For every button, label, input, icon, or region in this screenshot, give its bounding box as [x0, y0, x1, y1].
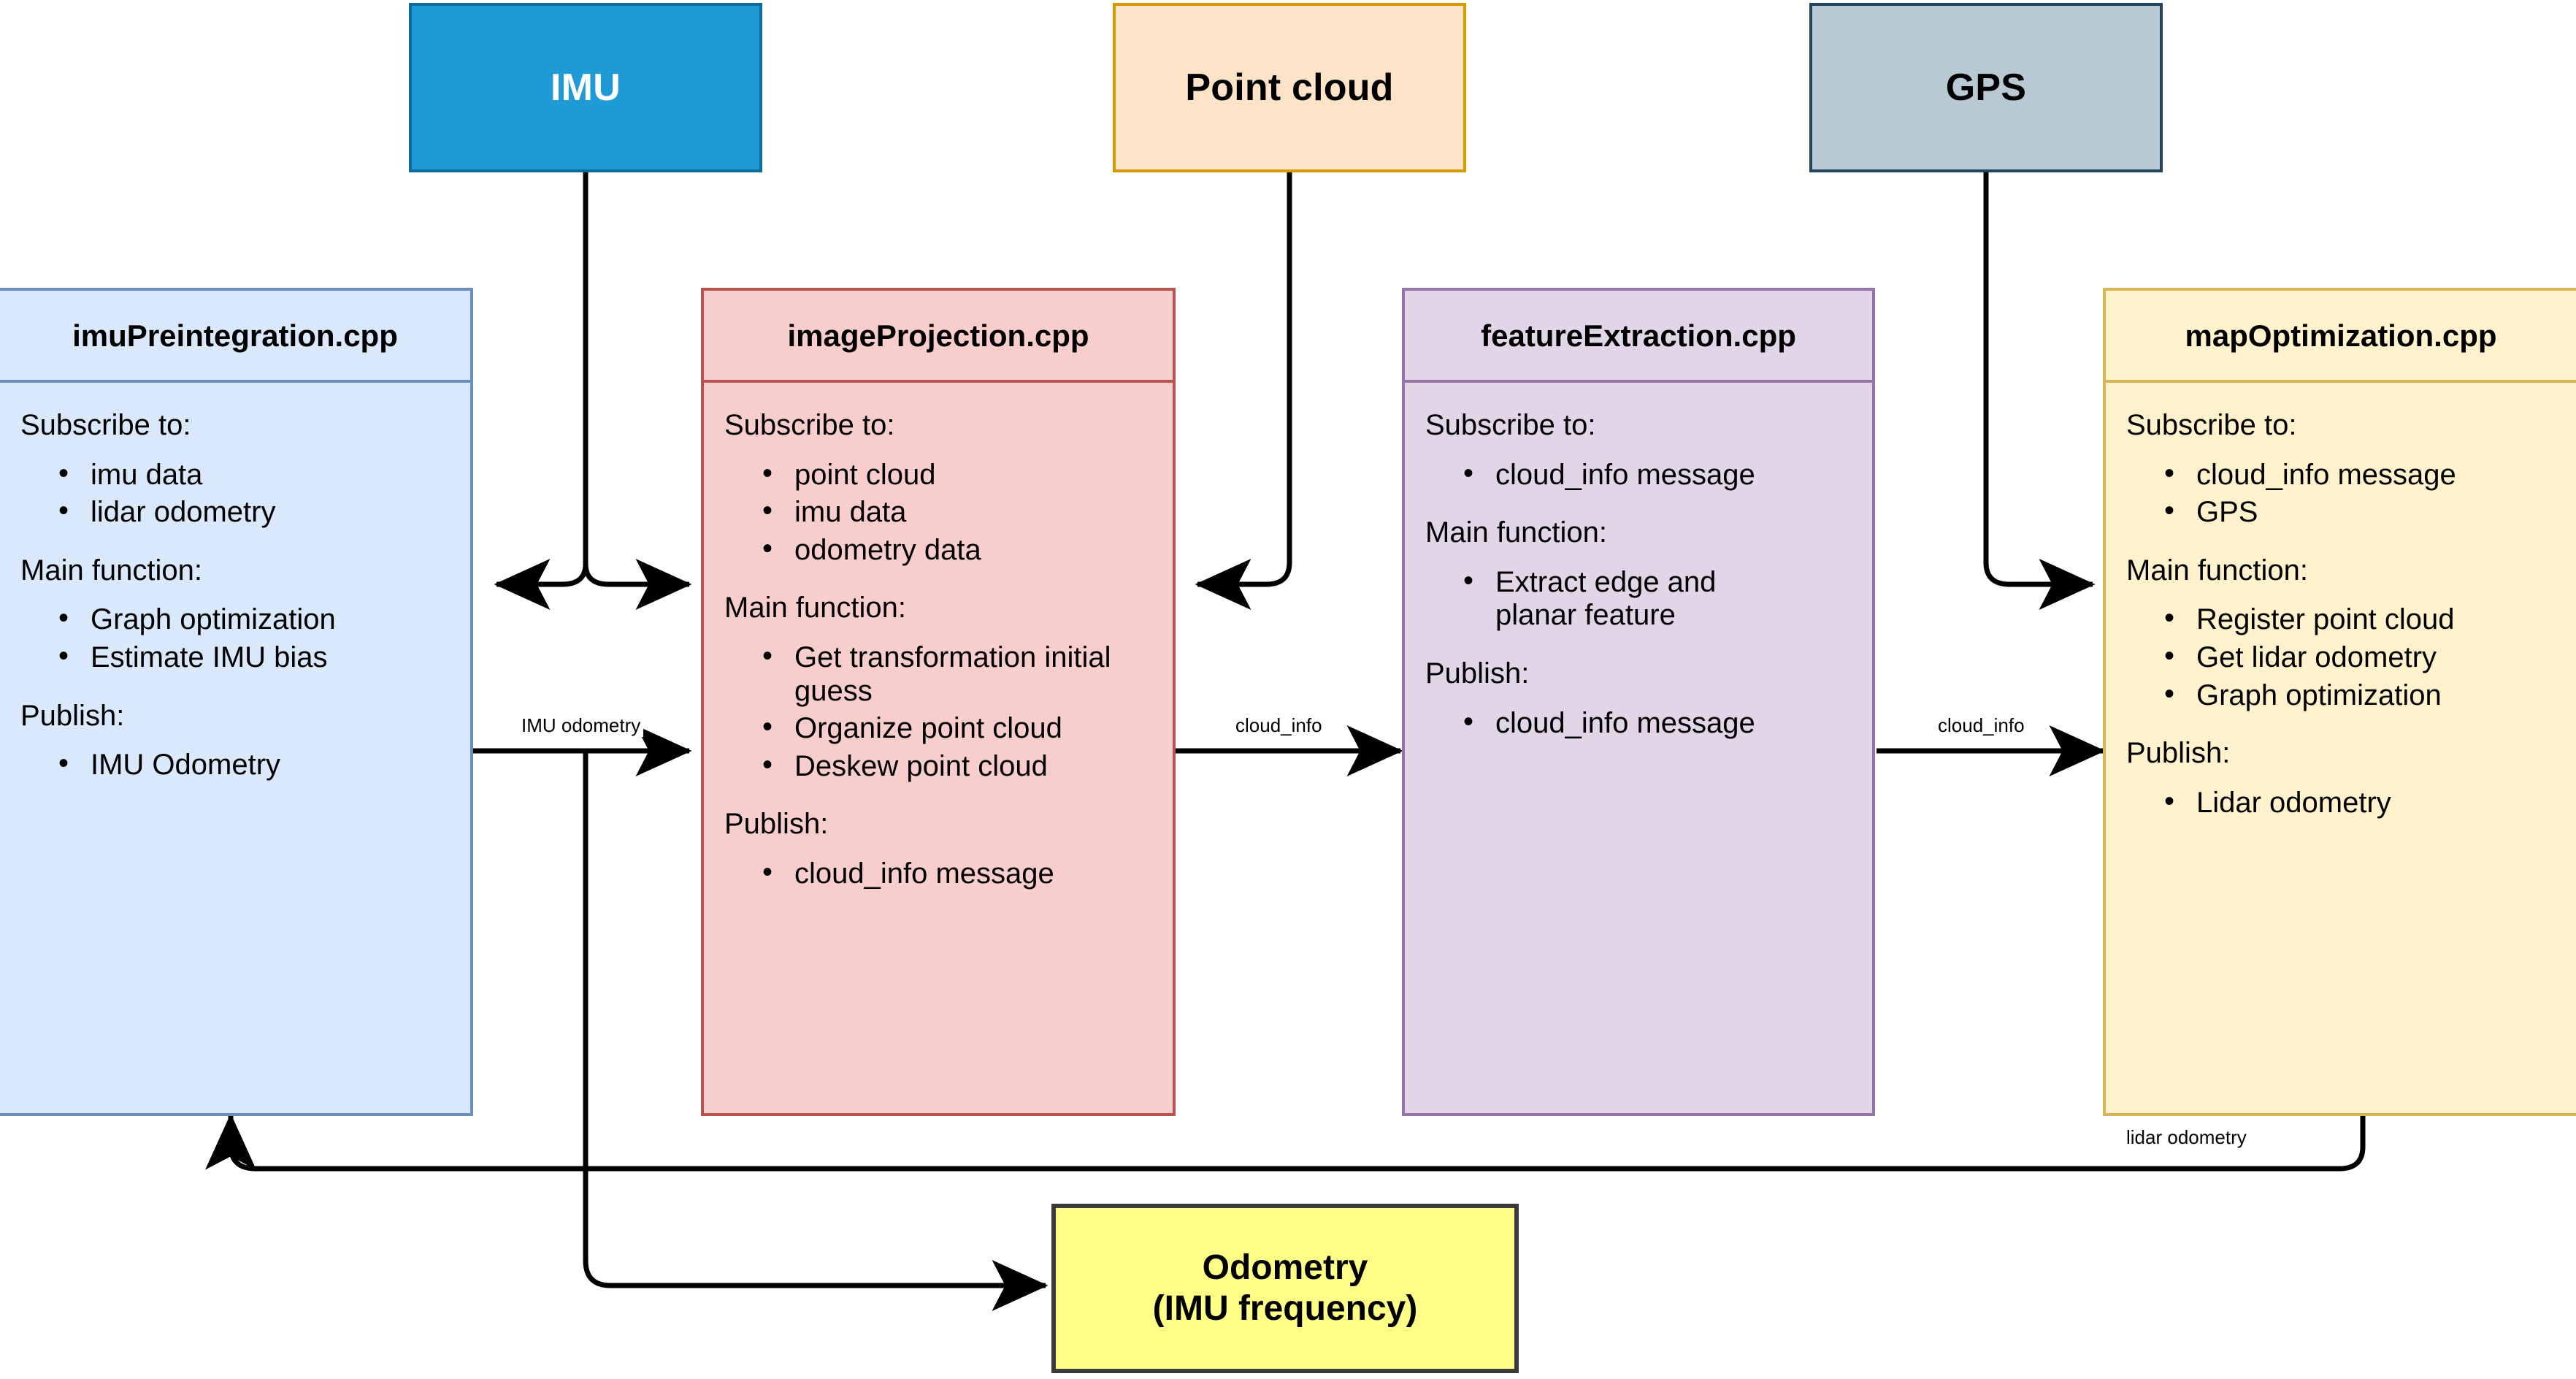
list-item: IMU Odometry: [58, 747, 450, 782]
node-image-projection-body: Subscribe to: point cloud imu data odome…: [704, 383, 1173, 1113]
node-map-optimization-body: Subscribe to: cloud_info message GPS Mai…: [2106, 383, 2576, 1113]
output-box-line2: (IMU frequency): [1152, 1289, 1418, 1328]
section-heading: Publish:: [724, 808, 829, 841]
list-item: lidar odometry: [58, 494, 450, 530]
list-item: Get lidar odometry: [2164, 640, 2556, 675]
list-item: Register point cloud: [2164, 602, 2556, 637]
node-imu-preintegration[interactable]: imuPreintegration.cpp Subscribe to: imu …: [0, 288, 473, 1116]
wire-imu-to-imageprojection: [583, 559, 692, 610]
list-item: Deskew point cloud: [762, 749, 1152, 784]
list-item: Organize point cloud: [762, 711, 1152, 746]
list-item: Lidar odometry: [2164, 785, 2556, 820]
wire-lidarodometry-feedback: [205, 1110, 2366, 1172]
section-list: cloud_info message: [1425, 457, 1852, 492]
node-map-optimization[interactable]: mapOptimization.cpp Subscribe to: cloud_…: [2103, 288, 2576, 1116]
source-box-point-cloud-label: Point cloud: [1185, 66, 1394, 109]
section-heading: Main function:: [20, 554, 203, 587]
node-feature-extraction-title: featureExtraction.cpp: [1405, 291, 1872, 383]
output-box-odometry[interactable]: Odometry (IMU frequency): [1051, 1204, 1519, 1373]
section-list: Get transformation initial guess Organiz…: [724, 640, 1152, 784]
edge-label-lidar-odometry: lidar odometry: [2123, 1126, 2250, 1149]
edge-label-imu-odometry: IMU odometry: [518, 714, 644, 737]
node-image-projection-title: imageProjection.cpp: [704, 291, 1173, 383]
node-imu-preintegration-body: Subscribe to: imu data lidar odometry Ma…: [0, 383, 470, 1113]
section-list: Register point cloud Get lidar odometry …: [2126, 602, 2556, 713]
section-list: Graph optimization Estimate IMU bias: [20, 602, 450, 675]
list-item: odometry data: [762, 532, 1152, 568]
section-list: Lidar odometry: [2126, 785, 2556, 820]
list-item: cloud_info message: [2164, 457, 2556, 492]
list-item: Graph optimization: [2164, 678, 2556, 713]
section-heading: Subscribe to:: [1425, 409, 1596, 441]
source-box-point-cloud[interactable]: Point cloud: [1113, 3, 1466, 172]
list-item: Get transformation initial guess: [762, 640, 1152, 708]
wire-imu-to-imupre: [494, 559, 589, 610]
source-box-imu-label: IMU: [551, 66, 621, 109]
source-box-gps-label: GPS: [1945, 66, 2027, 109]
node-feature-extraction[interactable]: featureExtraction.cpp Subscribe to: clou…: [1402, 288, 1875, 1116]
list-item: cloud_info message: [1463, 457, 1852, 492]
list-item: cloud_info message: [762, 856, 1152, 891]
list-item: cloud_info message: [1463, 706, 1852, 741]
node-feature-extraction-body: Subscribe to: cloud_info message Main fu…: [1405, 383, 1872, 1113]
section-heading: Main function:: [724, 592, 907, 624]
source-box-gps[interactable]: GPS: [1809, 3, 2163, 172]
list-item: GPS: [2164, 494, 2556, 530]
list-item: imu data: [762, 494, 1152, 530]
list-item: Graph optimization: [58, 602, 450, 637]
list-item: Estimate IMU bias: [58, 640, 450, 675]
list-item: point cloud: [762, 457, 1152, 492]
section-heading: Main function:: [2126, 554, 2309, 587]
section-list: point cloud imu data odometry data: [724, 457, 1152, 568]
list-item: imu data: [58, 457, 450, 492]
section-list: cloud_info message: [724, 856, 1152, 891]
edge-label-cloud-info-2: cloud_info: [1935, 714, 2028, 737]
section-heading: Publish:: [2126, 737, 2231, 770]
section-list: Extract edge and planar feature: [1425, 565, 1852, 633]
edge-label-cloud-info-1: cloud_info: [1233, 714, 1325, 737]
section-list: IMU Odometry: [20, 747, 450, 782]
section-list: cloud_info message: [1425, 706, 1852, 741]
section-list: cloud_info message GPS: [2126, 457, 2556, 530]
wire-gps-to-mapoptimization: [1983, 172, 2096, 610]
section-heading: Main function:: [1425, 516, 1608, 549]
output-box-line1: Odometry: [1202, 1248, 1368, 1288]
wire-pointcloud-to-imageprojection: [1195, 172, 1292, 610]
section-heading: Subscribe to:: [20, 409, 191, 441]
section-heading: Subscribe to:: [2126, 409, 2297, 441]
section-heading: Publish:: [1425, 657, 1530, 690]
section-heading: Publish:: [20, 699, 125, 732]
list-item: Extract edge and planar feature: [1463, 565, 1802, 633]
section-heading: Subscribe to:: [724, 409, 895, 441]
node-imu-preintegration-title: imuPreintegration.cpp: [0, 291, 470, 383]
section-list: imu data lidar odometry: [20, 457, 450, 530]
node-image-projection[interactable]: imageProjection.cpp Subscribe to: point …: [701, 288, 1176, 1116]
node-map-optimization-title: mapOptimization.cpp: [2106, 291, 2576, 383]
source-box-imu[interactable]: IMU: [409, 3, 762, 172]
